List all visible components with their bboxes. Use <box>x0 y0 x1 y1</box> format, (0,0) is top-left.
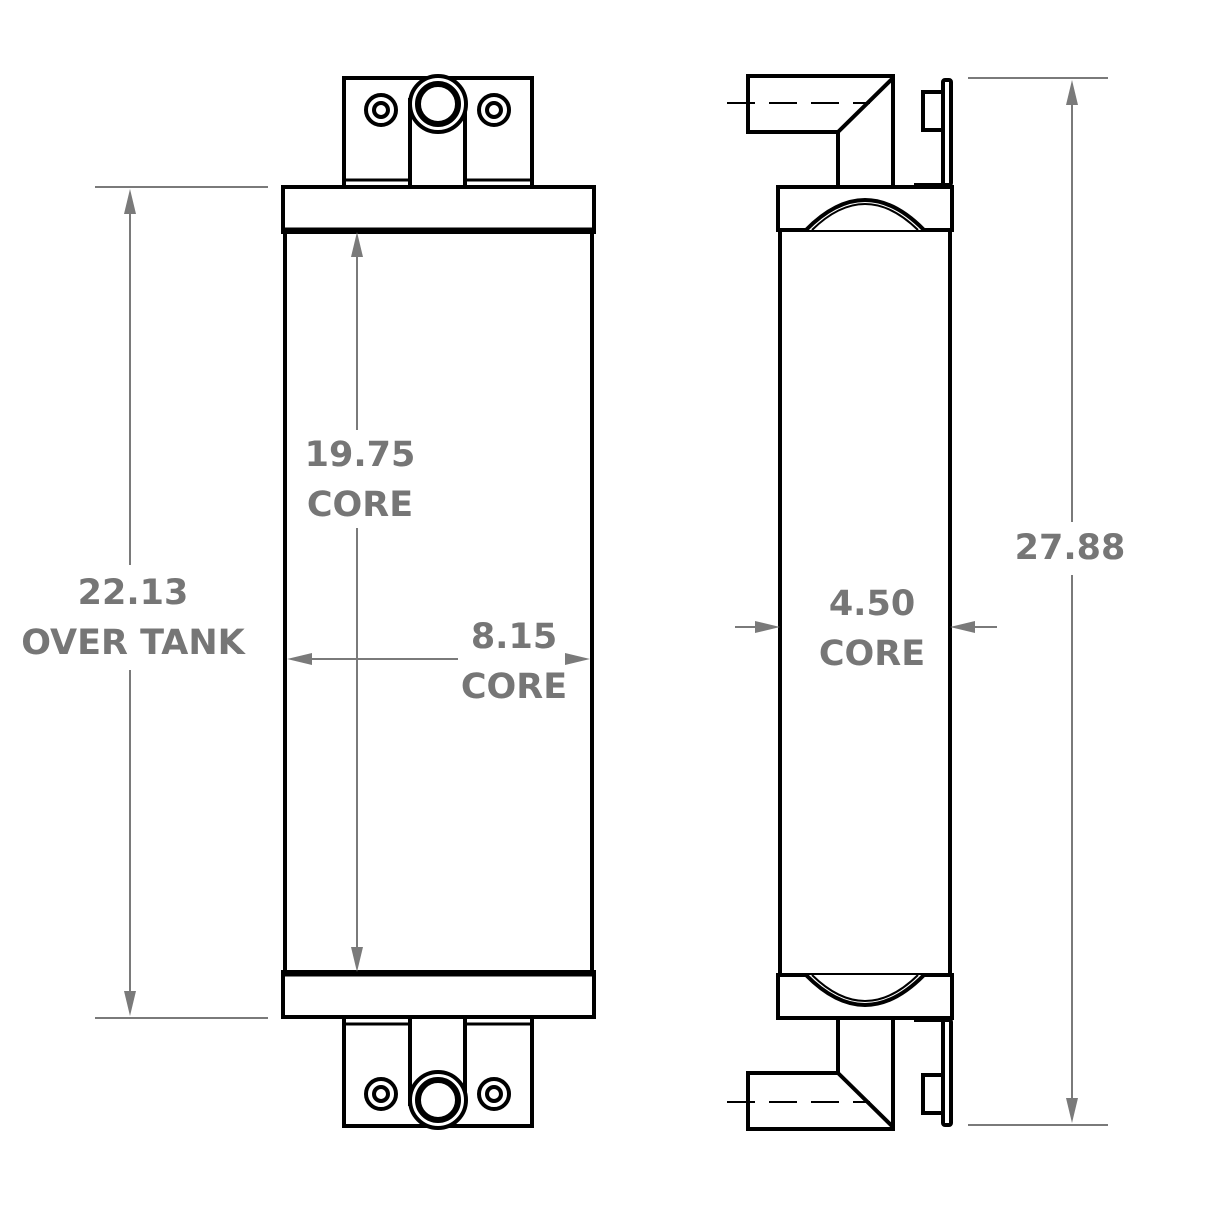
over-tank-dimension-label: 22.13 OVER TANK <box>21 568 245 668</box>
over-tank-text: OVER TANK <box>21 623 245 663</box>
dimension-over-tank <box>95 186 268 1019</box>
dimension-overall-height <box>968 77 1108 1126</box>
core-depth-value: 4.50 <box>828 584 916 624</box>
side-view <box>725 74 954 1131</box>
core-depth-text: CORE <box>818 634 926 674</box>
overall-height-value: 27.88 <box>1014 528 1126 568</box>
overall-height-dimension-label: 27.88 <box>1015 523 1126 573</box>
dimension-core-width <box>287 653 590 665</box>
core-depth-dimension-label: 4.50 CORE <box>819 579 925 679</box>
core-width-dimension-label: 8.15 CORE <box>461 612 567 712</box>
core-width-value: 8.15 <box>470 617 558 657</box>
core-width-text: CORE <box>460 667 568 707</box>
dimension-core-height <box>351 232 363 972</box>
core-height-value: 19.75 <box>304 435 416 475</box>
core-height-text: CORE <box>306 485 414 525</box>
front-view <box>283 76 594 1128</box>
over-tank-value: 22.13 <box>77 573 189 613</box>
dimension-core-depth <box>735 621 997 633</box>
core-height-dimension-label: 19.75 CORE <box>305 430 416 530</box>
